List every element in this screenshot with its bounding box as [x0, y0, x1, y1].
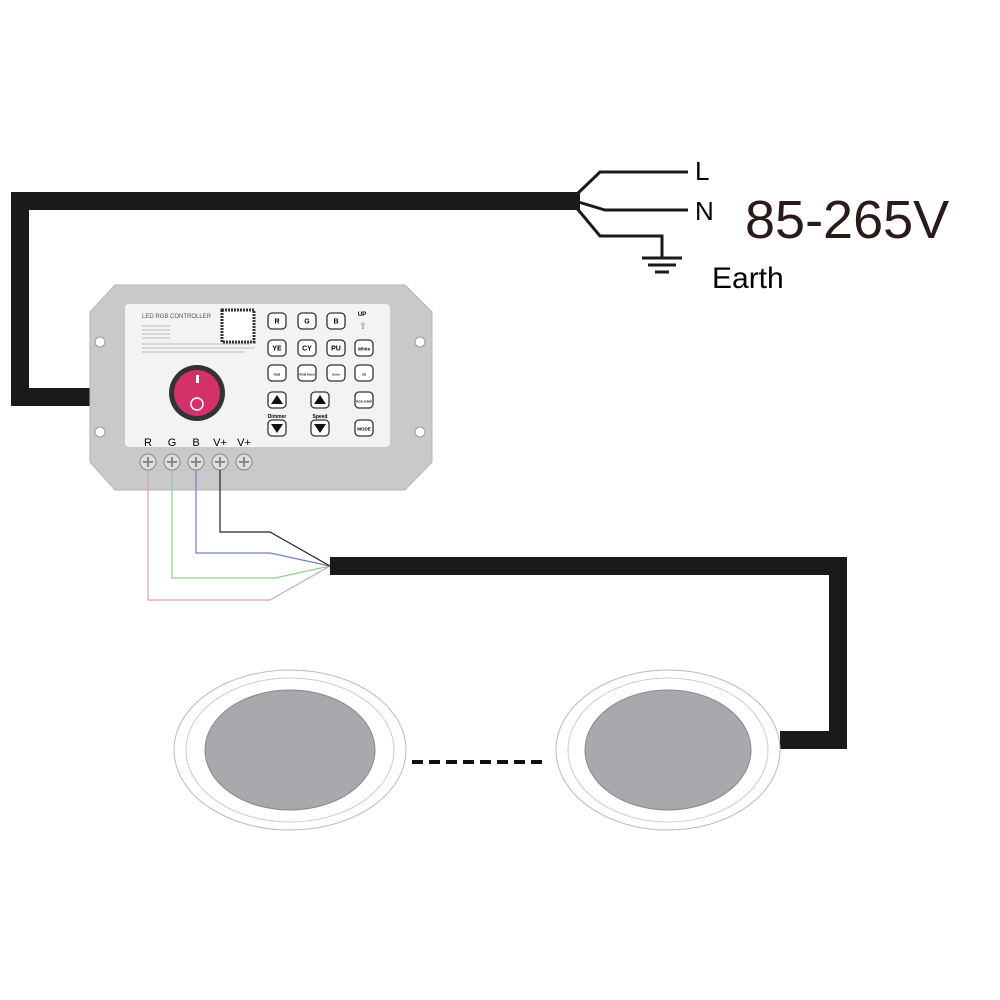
terminal-screw-icon	[235, 453, 253, 471]
terminal-screw-icon	[163, 453, 181, 471]
mains-fanout	[573, 170, 688, 274]
button-row3-1-label: RGB Flash	[299, 373, 315, 377]
power-switch[interactable]	[169, 365, 225, 421]
button-row3-0[interactable]: RGB	[267, 364, 287, 382]
button-ye[interactable]: YE	[267, 339, 287, 357]
button-pu[interactable]: PU	[326, 339, 346, 357]
speed-down-button[interactable]	[310, 419, 330, 437]
terminal-label: B	[192, 437, 199, 449]
mode-button-label: MODE	[357, 427, 371, 432]
button-pu-label: PU	[331, 346, 341, 353]
qr-code	[220, 308, 256, 344]
button-b-label: B	[333, 319, 338, 326]
button-r-label: R	[274, 319, 279, 326]
up-label: UP	[358, 312, 366, 318]
label-l: L	[695, 156, 709, 186]
terminal-screw-icon	[211, 453, 229, 471]
mode-button[interactable]: MODE	[354, 419, 374, 437]
earth-label: Earth	[712, 262, 784, 295]
triangle-up-icon	[314, 395, 326, 404]
button-row3-1[interactable]: RGB Flash	[297, 364, 317, 382]
terminal-label: V+	[237, 437, 251, 449]
triangle-down-icon	[271, 424, 283, 433]
voltage-label: 85-265V	[745, 190, 949, 250]
speed-up-button[interactable]	[310, 391, 330, 409]
button-row3-3[interactable]: GB	[354, 364, 374, 382]
triangle-up-icon	[271, 395, 283, 404]
rgb-jump-button[interactable]: RGB JUMP	[354, 391, 374, 409]
terminal-label: V+	[213, 437, 227, 449]
terminal-label: G	[168, 437, 177, 449]
rgb-jump-button-label: RGB JUMP	[356, 400, 372, 404]
dimmer-down-button[interactable]	[267, 419, 287, 437]
terminal-screw-icon	[187, 453, 205, 471]
button-g[interactable]: G	[297, 312, 317, 330]
up-arrow-icon: ⇧	[359, 321, 367, 331]
button-row3-2-label: Color	[332, 373, 341, 377]
lamp-1	[173, 669, 407, 831]
triangle-down-icon	[314, 424, 326, 433]
speed-label: Speed	[312, 414, 327, 420]
button-cy[interactable]: CY	[297, 339, 317, 357]
button-white-label: White	[358, 347, 371, 352]
lamp-cable	[330, 557, 847, 749]
button-cy-label: CY	[302, 346, 312, 353]
lamp-2	[555, 669, 781, 831]
button-r[interactable]: R	[267, 312, 287, 330]
button-b[interactable]: B	[326, 312, 346, 330]
spec-text	[142, 325, 255, 353]
button-white[interactable]: White	[354, 339, 374, 357]
controller-title: LED RGB CONTROLLER	[142, 314, 212, 320]
button-row3-0-label: RGB	[274, 373, 282, 377]
label-n: N	[695, 196, 714, 226]
dimmer-label: Dimmer	[268, 414, 287, 420]
mains-cable	[11, 192, 580, 406]
terminal-label: R	[144, 437, 152, 449]
button-row3-3-label: GB	[362, 373, 367, 377]
output-wires	[147, 470, 331, 601]
dimmer-up-button[interactable]	[267, 391, 287, 409]
terminal-screw-icon	[139, 453, 157, 471]
button-row3-2[interactable]: Color	[326, 364, 346, 382]
button-g-label: G	[304, 319, 310, 326]
button-ye-label: YE	[272, 346, 282, 353]
